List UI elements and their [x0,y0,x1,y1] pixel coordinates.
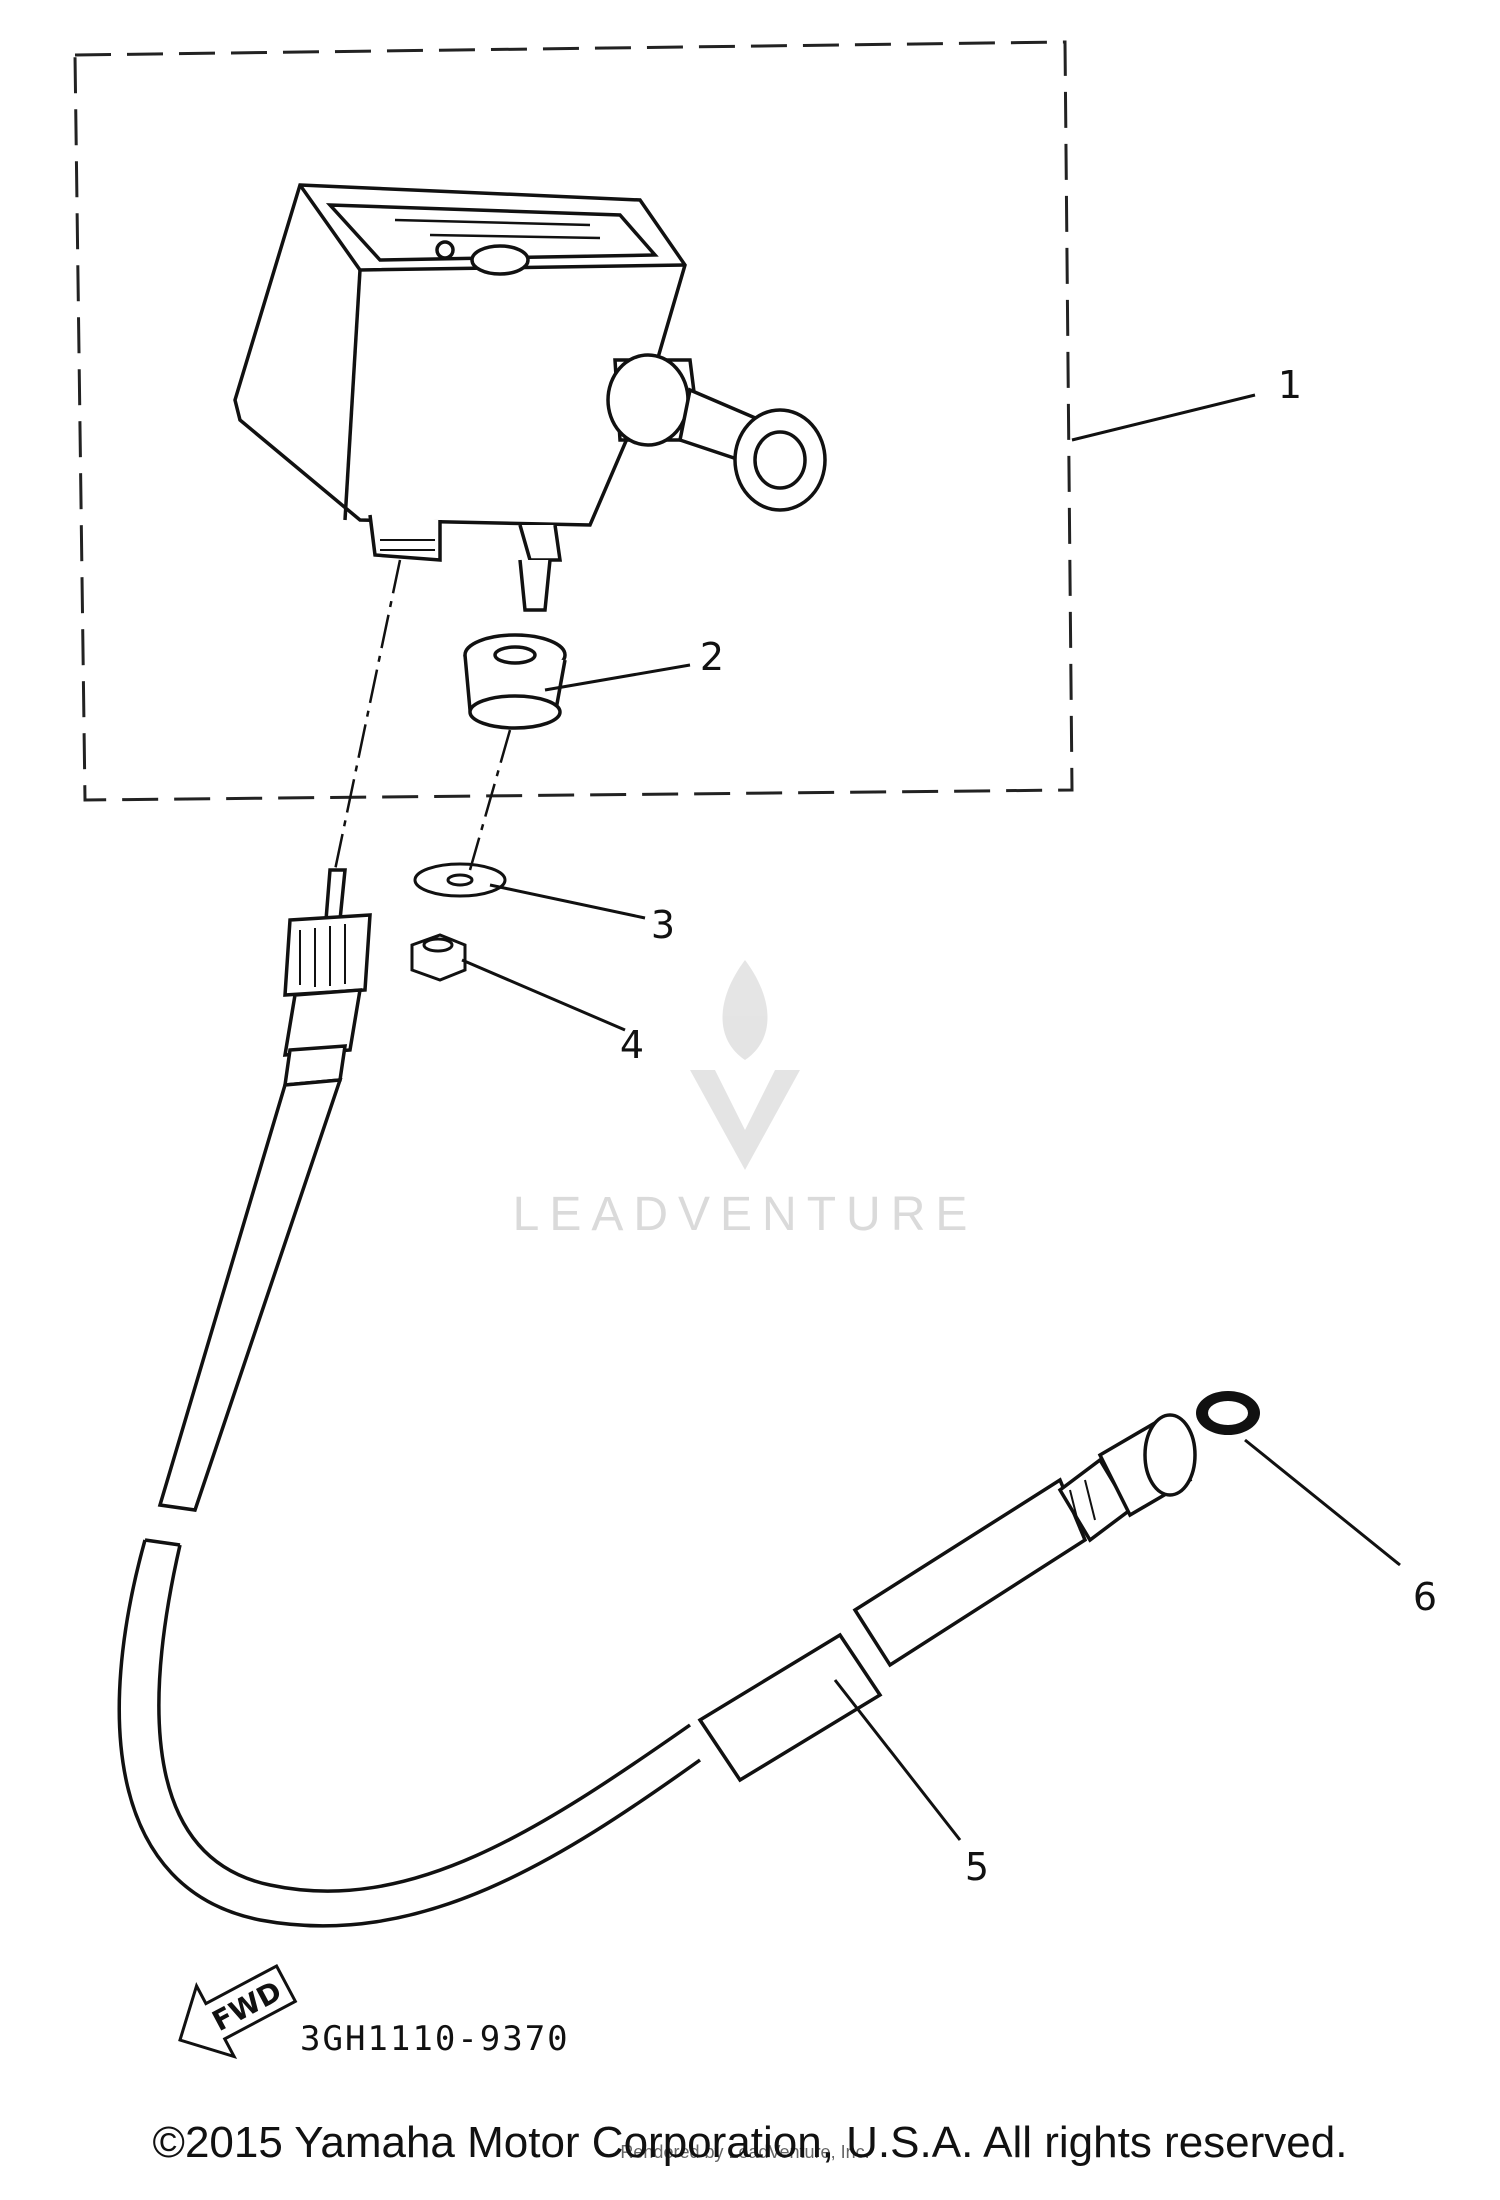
leader-lines [461,393,1401,1841]
o-ring-part-6 [1196,1391,1260,1435]
v-logo-icon [690,1070,800,1170]
assembly-boundary-box [73,40,1074,802]
meter-cable-upper [157,868,372,1512]
copyright-notice: ©2015 Yamaha Motor Corporation, U.S.A. A… [152,2118,1348,2167]
callout-4: 4 [620,1023,644,1067]
callout-2: 2 [700,635,724,679]
rendered-by-text: Rendered by LeadVenture, Inc. [620,2142,869,2162]
watermark-text: LEADVENTURE [513,1188,978,1241]
flame-logo-icon [722,960,768,1060]
leadventure-watermark: LEADVENTURE [513,960,978,1241]
washer-part-3 [413,862,507,898]
figure-code: 3GH1110-9370 [300,2019,570,2059]
callout-5: 5 [965,1845,989,1889]
callout-1: 1 [1278,363,1302,407]
callout-3: 3 [651,903,675,947]
meter-cable-lower [117,1413,1197,1928]
callout-6: 6 [1413,1575,1437,1619]
assembly-guide-lines [333,559,512,871]
forward-arrow-icon: FWD [178,1963,298,2060]
grommet-part-2 [463,633,567,730]
meter-assembly [233,183,827,612]
nut-part-4 [410,933,467,982]
